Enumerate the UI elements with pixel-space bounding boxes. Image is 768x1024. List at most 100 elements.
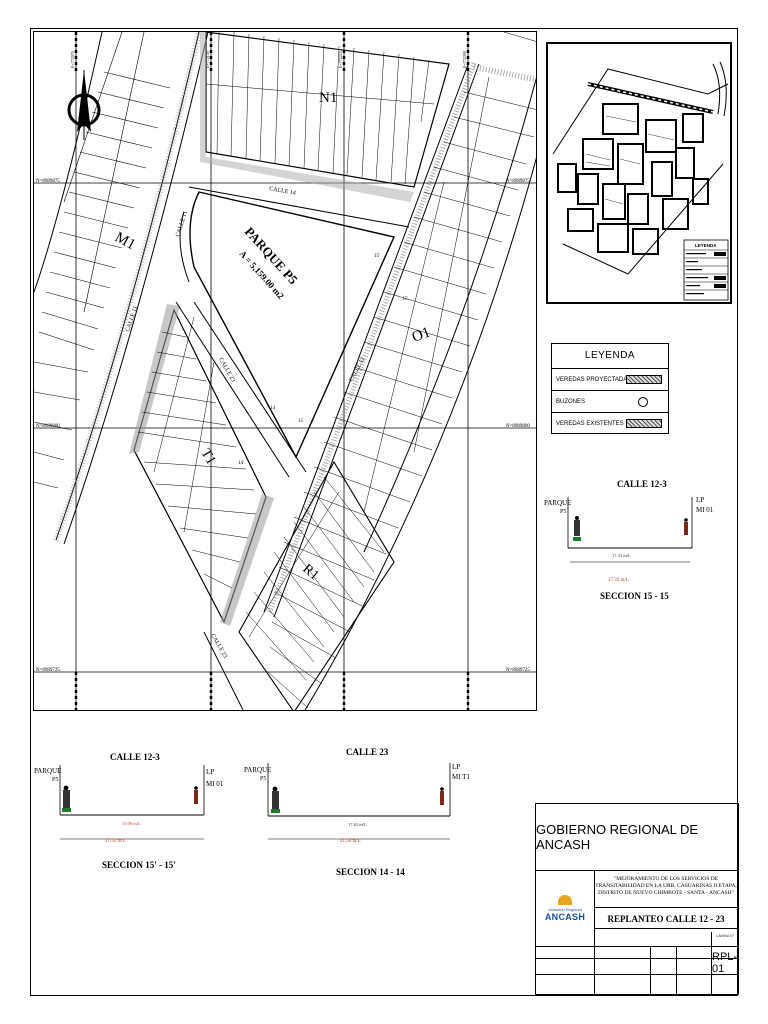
section-left-label: PARQUE (544, 499, 571, 507)
grid-label-n3: N=8989725 (36, 668, 60, 673)
section-right-label: LP (452, 763, 460, 771)
site-plan-drawing: N1 M1 O1 T1 R1 PARQUE P5 A = 5,159.00 m2… (34, 32, 536, 710)
grid-label-n2-right: N=8989800 (506, 424, 530, 429)
legend-label-buzones: BUZONES (556, 398, 586, 405)
point-label-14p: 14' (238, 461, 244, 466)
tb-row-dates (536, 958, 738, 975)
lamina-caption: LAMINA N° (716, 934, 734, 938)
section-15-15: CALLE 12-3 PARQUE P5 LP MI 01 17.33 m/L … (540, 475, 720, 605)
person-icon (271, 786, 280, 813)
calle-23-street (175, 301, 307, 710)
section-street-title: CALLE 12-3 (110, 752, 160, 762)
person-icon (62, 785, 71, 812)
section-right-sub: MI T1 (452, 773, 470, 781)
logo-big-text: ANCASH (544, 911, 586, 922)
logo-small-text: Gobierno Regional (548, 906, 582, 912)
north-arrow-icon (67, 70, 101, 140)
tb-row-names (536, 946, 738, 959)
coordinate-markers (74, 32, 470, 710)
key-map-legend: LEYENDA (683, 239, 729, 301)
person-icon (684, 518, 688, 535)
section-width-label: 17.33 m/L (612, 553, 631, 558)
person-icon (573, 516, 581, 541)
hatch-swatch-icon (626, 375, 662, 384)
calle-11-street (34, 32, 209, 545)
tb-divider (650, 946, 651, 994)
section-street-title: CALLE 23 (346, 747, 389, 757)
block-r1-label: R1 (299, 562, 321, 584)
section-street-title: CALLE 12-3 (617, 479, 667, 489)
calle-11-label-a: CALLE 11 (175, 210, 189, 237)
legend-row: VEREDAS PROYECTADA (552, 369, 668, 391)
block-n1-label: N1 (319, 90, 337, 106)
section-right-label: LP (696, 496, 704, 504)
legend-title: LEYENDA (552, 344, 668, 369)
grid-label-n1: N=8989875 (36, 179, 60, 184)
title-block: GOBIERNO REGIONAL DE ANCASH Gobierno Reg… (535, 803, 739, 995)
section-total-label: 21.50 m/L (340, 839, 361, 844)
section-15p-15p: CALLE 12-3 PARQUE P5 LP MI 01 15.00 m/L … (30, 745, 230, 875)
grid-label-e1: E=772075 (70, 51, 75, 68)
section-total-label: 17.33 m/L (608, 578, 629, 583)
legend-label-veredas-proyectada: VEREDAS PROYECTADA (556, 376, 628, 383)
block-o1-label: O1 (410, 324, 433, 345)
section-left-label: PARQUE (34, 767, 61, 775)
hatch-swatch-icon (626, 419, 662, 428)
grid-label-e4: E=772300 (462, 51, 467, 68)
person-icon (194, 786, 198, 804)
section-left-sub: P5 (52, 777, 58, 783)
emblem-icon (558, 894, 572, 905)
project-name: "MEJORAMIENTO DE LOS SERVICIOS DE TRANSI… (594, 870, 738, 908)
grid-label-n2: N=8989800 (36, 424, 60, 429)
tb-row-location (594, 928, 738, 947)
manhole-circle-icon (638, 396, 648, 407)
section-left-sub: P5 (560, 509, 566, 515)
point-label-15p: 15' (374, 254, 380, 259)
block-t1-label: T1 (198, 447, 219, 468)
point-label-15: 15 (298, 419, 304, 424)
calle-11-label-b: CALLE 11 (125, 305, 139, 332)
ancash-logo: Gobierno Regional ANCASH (536, 870, 595, 947)
section-right-label: LP (206, 768, 214, 776)
section-total-label: 17.33 m/L (105, 839, 126, 844)
location-key-map: LEYENDA (546, 42, 732, 304)
block-o1-lots (267, 32, 536, 709)
calle-14-label: CALLE 14 (269, 186, 296, 197)
section-width-label: 15.00 m/L (122, 821, 141, 826)
section-title: SECCION 15' - 15' (102, 860, 176, 870)
block-o1 (263, 61, 536, 710)
grid-label-e3: E=772225 (338, 51, 343, 68)
coordinate-grid (34, 32, 536, 710)
calle-14-street (179, 186, 410, 283)
section-title: SECCION 15 - 15 (600, 591, 669, 601)
grid-label-n1-right: N=8989875 (506, 179, 530, 184)
sheet-code: RPL-01 (712, 951, 738, 975)
legend-row: VEREDAS EXISTENTES (552, 413, 668, 434)
sheet-frame (30, 28, 738, 996)
legend-box: LEYENDA VEREDAS PROYECTADA BUZONES VERED… (551, 343, 669, 434)
parque-p5 (189, 191, 395, 459)
sheet-number: RPL-01 (711, 932, 738, 994)
section-width-label: 17.62 m/L (348, 822, 367, 827)
legend-label-veredas-existentes: VEREDAS EXISTENTES (556, 420, 624, 427)
grid-label-e2: E=772150 (205, 51, 210, 68)
block-n1 (200, 32, 450, 202)
legend-row: BUZONES (552, 391, 668, 413)
section-left-label: PARQUE (244, 766, 271, 774)
block-r1 (238, 460, 395, 710)
section-right-sub: MI 01 (696, 506, 714, 514)
key-map-legend-title: LEYENDA (695, 243, 717, 248)
tb-divider (676, 946, 677, 994)
block-m1-label: M1 (112, 229, 138, 253)
block-m1-lots (34, 32, 171, 489)
tb-divider (594, 946, 595, 994)
entity-name: GOBIERNO REGIONAL DE ANCASH (536, 804, 738, 871)
point-label-14: 14 (270, 406, 276, 411)
person-icon (440, 787, 444, 805)
section-left-sub: P5 (260, 776, 266, 782)
calle-23-label-b: CALLE 23 (209, 633, 228, 659)
site-plan: N1 M1 O1 T1 R1 PARQUE P5 A = 5,159.00 m2… (33, 31, 537, 711)
key-map-drawing: LEYENDA (552, 61, 729, 301)
point-label-15p-b: 15' (402, 297, 408, 302)
block-t1 (129, 304, 274, 626)
